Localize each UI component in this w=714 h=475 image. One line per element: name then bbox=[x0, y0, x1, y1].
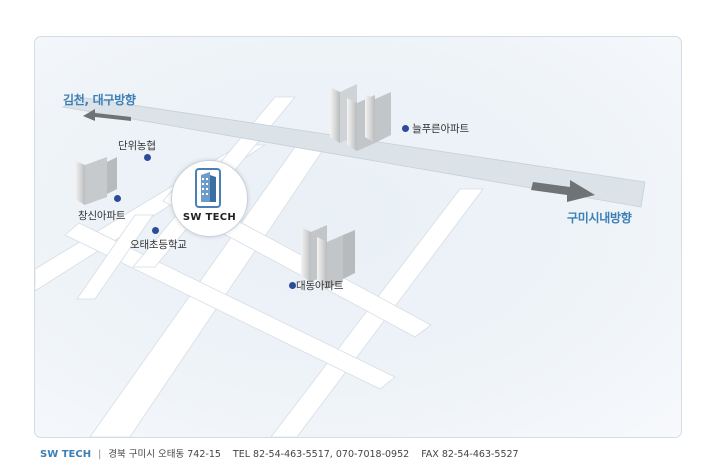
highway bbox=[61, 96, 646, 208]
arrow-west-icon bbox=[83, 109, 131, 121]
landmark-neulpureun: 늘푸른아파트 bbox=[402, 121, 469, 136]
direction-east-label: 구미시내방향 bbox=[567, 211, 632, 225]
location-dot-icon bbox=[144, 154, 151, 161]
apartment-daedong-icon bbox=[301, 225, 355, 289]
footer-address: 경북 구미시 오태동 742-15 bbox=[108, 449, 221, 460]
location-map: 김천, 대구방향 구미시내방향 늘푸른아파트 단위농협 창신아파트 오태초등학교… bbox=[34, 36, 682, 438]
location-dot-icon bbox=[289, 282, 296, 289]
landmark-neulpureun-label: 늘푸른아파트 bbox=[412, 123, 469, 135]
footer-separator: | bbox=[98, 449, 102, 460]
landmark-danwi-label: 단위농협 bbox=[118, 140, 156, 152]
location-dot-icon bbox=[114, 195, 121, 202]
apartment-neulpureun-icon bbox=[330, 84, 391, 151]
landmark-daedong-label: 대동아파트 bbox=[296, 280, 344, 292]
company-building-icon bbox=[195, 168, 221, 208]
footer-fax: FAX 82-54-463-5527 bbox=[421, 449, 519, 460]
landmark-daedong: 대동아파트 bbox=[289, 278, 344, 293]
landmark-changsin-label: 창신아파트 bbox=[78, 210, 126, 222]
footer-info: SW TECH | 경북 구미시 오태동 742-15 TEL 82-54-463-5… bbox=[40, 446, 531, 460]
company-marker: SW TECH bbox=[171, 160, 248, 237]
landmark-otae-school-label: 오태초등학교 bbox=[130, 239, 187, 251]
apartment-changsin-icon bbox=[75, 157, 117, 205]
road-school-branch bbox=[76, 214, 154, 300]
footer-company: SW TECH bbox=[40, 449, 92, 460]
location-dot-icon bbox=[152, 227, 159, 234]
location-dot-icon bbox=[402, 125, 409, 132]
footer-tel: TEL 82-54-463-5517, 070-7018-0952 bbox=[232, 449, 410, 460]
arrow-east-icon bbox=[531, 180, 595, 202]
company-name-label: SW TECH bbox=[182, 212, 237, 223]
direction-west-label: 김천, 대구방향 bbox=[63, 93, 136, 107]
